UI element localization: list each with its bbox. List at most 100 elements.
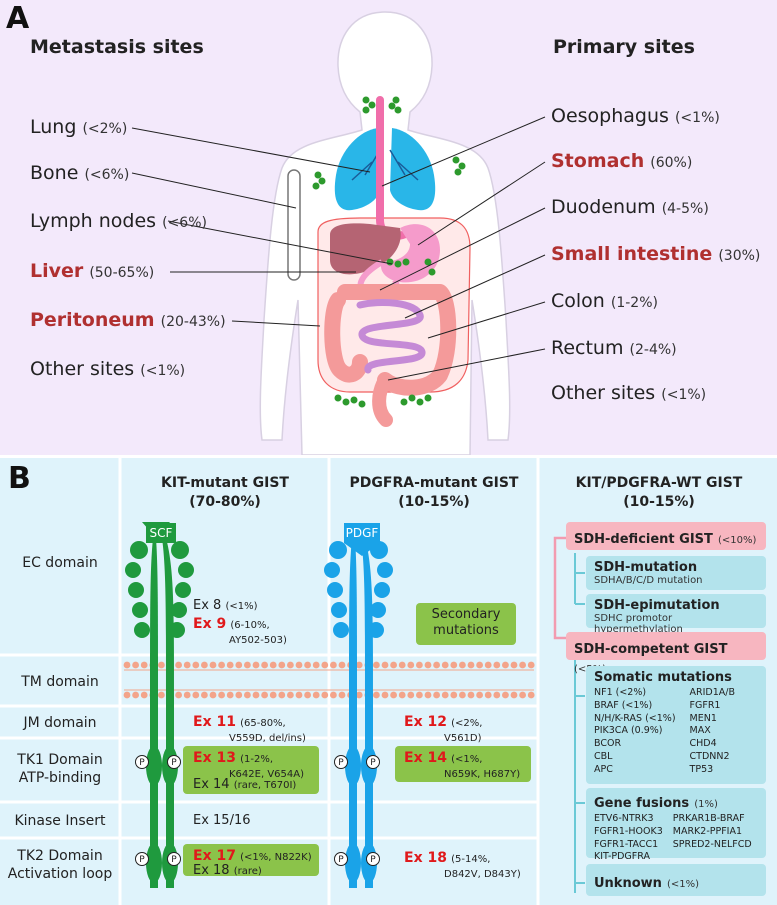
lipid-head [416,661,423,669]
lipid-head [312,691,320,699]
gene-list-item: PIK3CA (0.9%) [594,725,663,737]
gene-list-item: CBL [594,751,613,763]
lipid-head [252,691,260,699]
pdgf-ligand-box [344,523,380,543]
metastasis-sites-header: Metastasis sites [30,36,204,58]
kit-tk2-box [183,844,319,876]
lipid-head [424,691,432,699]
lipid-head [407,661,415,669]
lipid-head [476,661,483,669]
panel-b-letter: B [8,461,31,496]
primary-other: Other sites (<1%) [551,382,707,404]
gene-list-item: BCOR [594,738,622,750]
pdgfra-ex14: Ex 14 (<1%,N659K, H687Y) [404,750,521,780]
receptor-diagram [0,458,585,905]
pdgfra-tk1-box [395,746,531,782]
lipid-head [373,691,380,699]
lipid-head [140,691,148,699]
pdgf-ligand-label: PDGF [345,526,379,540]
kit-column-header: KIT-mutant GIST(70-80%) [161,475,289,510]
lung-right [390,128,436,211]
gene-list-item: KIT-PDGFRA [594,851,650,863]
lipid-head [158,661,165,669]
lipid-head [450,661,458,669]
lipid-head [235,691,243,699]
pdgfra-column-header: PDGFRA-mutant GIST(10-15%) [349,475,519,510]
gene-list-item: FGFR1-TACC1 [594,838,659,850]
kit-ex8: Ex 8 (<1%) [193,598,258,613]
lipid-head [424,661,432,669]
lipid-head [476,691,483,699]
small-intestine-shape [356,298,426,374]
lipid-head [527,691,535,699]
lipid-head [355,661,363,669]
gene-list-item: ARID1A/B [689,687,736,698]
lipid-head [235,661,243,669]
lipid-head [338,661,346,669]
gene-list-item: FGFR1-HOOK3 [594,825,663,837]
metastasis-leader-lines [131,127,393,327]
gene-list-item: CTDNN2 [689,751,730,763]
lipid-head [502,691,509,699]
metastasis-liver: Liver (50-65%) [30,260,155,282]
secondary-mutations-box [416,603,516,645]
lipid-head [175,661,183,669]
lipid-head [218,661,226,669]
lipid-head [321,661,329,669]
lipid-head [278,661,286,669]
primary-leader-lines [379,116,546,381]
primary-sites-header: Primary sites [553,36,695,58]
liver-shape [330,223,401,275]
lipid-head [295,661,303,669]
metastasis-other: Other sites (<1%) [30,358,186,380]
lipid-head [441,661,449,669]
lipid-head [381,661,389,669]
lipid-head [295,691,303,699]
lipid-head [459,661,466,669]
wt-column-header: KIT/PDGFRA-WT GIST(10-15%) [575,475,743,510]
lipid-head [269,691,277,699]
row-kinase-insert: Kinase Insert [14,813,106,829]
lipid-head [287,661,294,669]
kit-ex18: Ex 18 (rare) [193,863,262,878]
kit-ex17: Ex 17 (<1%, N822K) [193,848,312,864]
sdh-bracket [553,536,567,640]
lipid-head [433,691,440,699]
lipid-head [209,661,217,669]
gene-list-item: NF1 (<2%) [594,687,647,698]
somatic-list-left: NF1 (<2%)BRAF (<1%)N/H/K-RAS (<1%)PIK3CA… [594,687,676,777]
phosphorylation-marker: P [167,852,181,866]
lipid-head [484,691,492,699]
lipid-head [407,691,415,699]
scf-ligand-box [146,523,176,543]
phosphorylation-marker: P [334,755,348,769]
lipid-head [519,691,526,699]
lipid-head [261,691,268,699]
lipid-head [252,661,260,669]
lipid-head [261,661,268,669]
lipid-head [183,661,191,669]
gene-list-item: MARK2-PPFIA1 [672,825,743,837]
lipid-head [278,691,286,699]
primary-oesophagus: Oesophagus (<1%) [551,105,720,127]
kit-tk1-box [183,746,319,794]
lipid-head [416,691,423,699]
colon-shape [324,284,457,396]
primary-small-intestine: Small intestine (30%) [551,243,761,265]
lipid-head [355,691,363,699]
primary-duodenum: Duodenum (4-5%) [551,196,709,218]
pdgfra-receptor [324,538,393,888]
pdgfra-ex12: Ex 12 (<2%,V561D) [404,714,483,744]
lipid-head [502,661,509,669]
scf-ligand-label: SCF [149,526,173,540]
lipid-head [373,661,380,669]
lipid-head [304,691,311,699]
lipid-head [467,691,475,699]
lipid-head [381,691,389,699]
